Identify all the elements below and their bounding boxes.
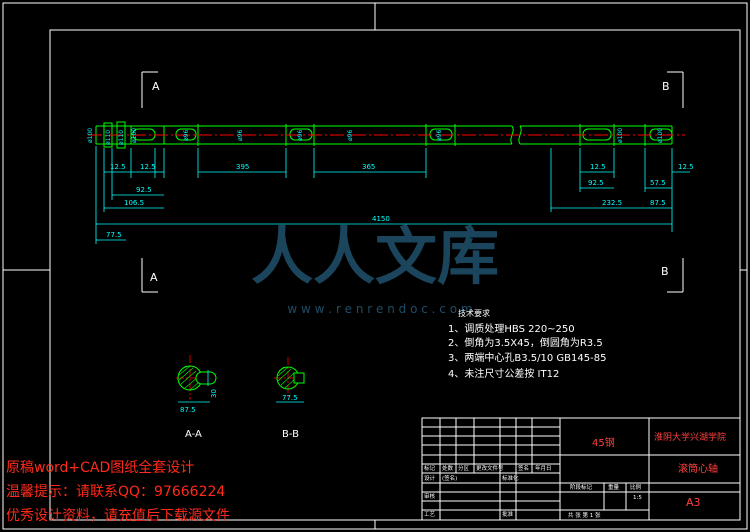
section-aa: 87.5 30 A-A [176, 355, 218, 440]
label-mark: 标记 [424, 464, 436, 472]
tech-item-4: 4、未注尺寸公差按 IT12 [448, 367, 559, 380]
dim-92-5-b: 92.5 [588, 179, 604, 187]
dim-395: 395 [236, 163, 249, 171]
dim-4150: 4150 [372, 215, 390, 223]
title-block-text: 45钢 淮阴大学兴湖学院 滚筒心轴 A3 标记 处数 分区 更改文件号 签名 年… [424, 431, 726, 519]
material: 45钢 [592, 436, 615, 449]
aa-dim-h: 30 [210, 389, 218, 398]
section-bb: 77.5 B-B [274, 357, 305, 440]
tech-item-1: 1、调质处理HBS 220~250 [448, 323, 575, 335]
section-label-b-bottom: B [661, 265, 669, 278]
diameter-labels: ø100 ø110 ø110 ø100 ø96 ø96 ø96 ø96 ø96 … [87, 128, 664, 145]
tech-item-2: 2、倒角为3.5X45，倒圆角为R3.5 [448, 337, 603, 349]
dia-6: ø96 [237, 130, 244, 141]
aa-dim-w: 87.5 [180, 406, 196, 414]
sheet-count: 共 张 第 1 张 [568, 511, 601, 519]
dim-106-5: 106.5 [124, 199, 144, 207]
dim-12-5-a: 12.5 [110, 163, 126, 171]
title-block [421, 417, 741, 521]
label-sign: 签名 [518, 464, 529, 472]
dim-12-5-c: 12.5 [590, 163, 606, 171]
bb-label: B-B [282, 429, 299, 440]
section-label-a-top: A [152, 80, 160, 93]
label-standard: 标准化 [502, 474, 519, 482]
label-design: 设计 [424, 474, 436, 482]
aa-label: A-A [185, 429, 202, 440]
label-process: 工艺 [424, 511, 436, 518]
label-zone: 分区 [458, 464, 470, 472]
promo-line-1: 原稿word+CAD图纸全套设计 [6, 460, 195, 476]
section-marks [141, 71, 684, 293]
tech-title: 技术要求 [458, 308, 490, 318]
label-approve: 批准 [502, 510, 514, 518]
dia-10: ø100 [617, 128, 624, 143]
label-stage: 阶段标记 [570, 483, 593, 491]
label-scale: 比例 [630, 483, 642, 491]
promo-line-3: 优秀设计资料，请充值后下载源文件 [6, 508, 230, 524]
part-name: 滚筒心轴 [678, 462, 718, 475]
section-label-b-top: B [662, 80, 670, 93]
bb-dim-w: 77.5 [282, 394, 298, 402]
dim-92-5-a: 92.5 [136, 186, 152, 194]
dim-12-5-b: 12.5 [140, 163, 156, 171]
watermark-brand: 人人文库 [251, 220, 499, 293]
scale-value: 1:5 [633, 495, 642, 501]
dim-77-5: 77.5 [106, 231, 122, 239]
watermark: 人人文库 w w w . r e n r e n d o c . c o m [251, 220, 499, 316]
school: 淮阴大学兴湖学院 [654, 431, 726, 443]
dia-3: ø110 [118, 130, 125, 145]
promo-line-2: 温馨提示：请联系QQ：97666224 [6, 484, 226, 500]
sheet-size: A3 [686, 496, 701, 509]
dim-365: 365 [362, 163, 375, 171]
dimension-lines [95, 146, 690, 244]
label-date: 年月日 [535, 464, 552, 472]
label-signature: (签名) [442, 474, 457, 482]
dia-4: ø100 [131, 128, 138, 143]
watermark-url: w w w . r e n r e n d o c . c o m [287, 302, 472, 316]
dia-9: ø96 [436, 130, 443, 141]
dia-11: ø100 [657, 128, 664, 143]
dia-2: ø110 [105, 130, 112, 145]
dim-232-5: 232.5 [602, 199, 622, 207]
dim-87-5: 87.5 [650, 199, 666, 207]
dia-1: ø100 [87, 128, 94, 143]
dia-5: ø96 [183, 130, 190, 141]
label-change-doc: 更改文件号 [476, 464, 504, 472]
dia-7: ø96 [297, 130, 304, 141]
label-review: 审核 [424, 492, 436, 500]
dim-57-5: 57.5 [650, 179, 666, 187]
tech-item-3: 3、两端中心孔B3.5/10 GB145-85 [448, 351, 606, 364]
dia-8: ø96 [347, 130, 354, 141]
tech-requirements: 技术要求 1、调质处理HBS 220~250 2、倒角为3.5X45，倒圆角为R… [448, 308, 606, 380]
section-label-a-bottom: A [150, 271, 158, 284]
dimension-values: 12.5 12.5 395 365 92.5 106.5 77.5 4150 1… [106, 163, 694, 239]
dim-12-5-d: 12.5 [678, 163, 694, 171]
label-weight: 重量 [608, 483, 620, 491]
label-count: 处数 [442, 464, 454, 472]
